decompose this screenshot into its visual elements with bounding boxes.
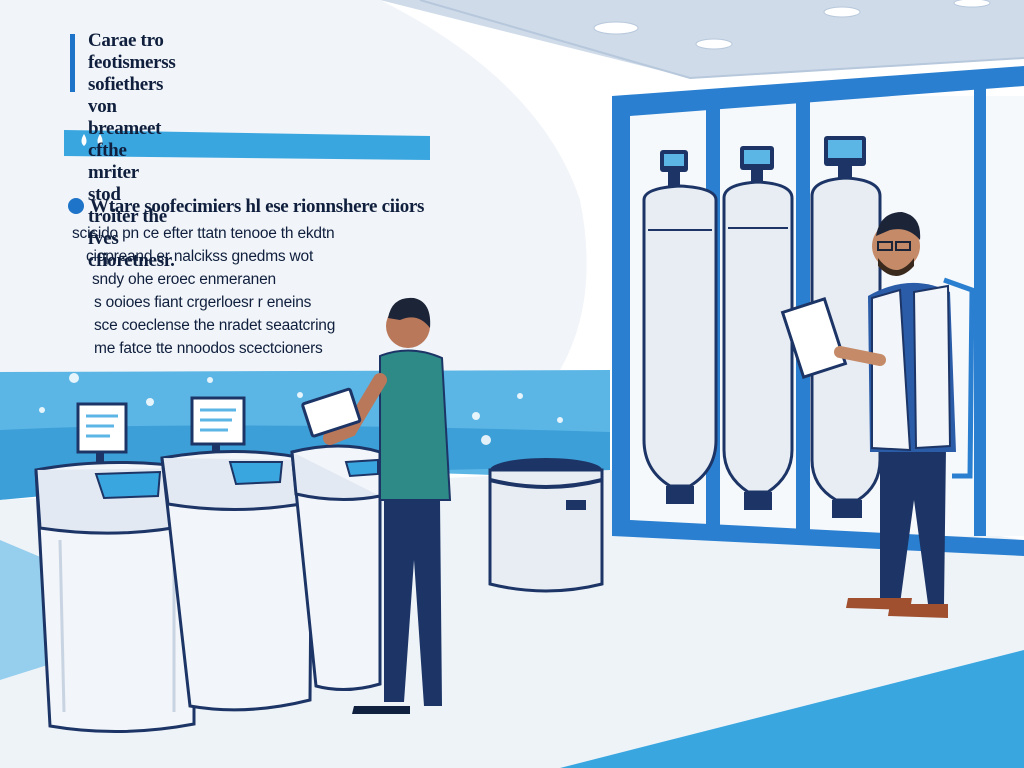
title-line: von breameet cfthe mriter stod [88, 96, 162, 205]
ceiling-light [593, 21, 639, 35]
body-line: sndy ohe eroec enmeranen [92, 271, 276, 288]
window-mullion [974, 86, 986, 536]
softener-unit [34, 402, 196, 734]
ceiling-edge [419, 0, 1024, 80]
technician-figure [780, 212, 975, 618]
floor-blue-strip [560, 650, 1024, 768]
ceiling-light [695, 38, 733, 50]
body-line: sce coeclense the nradet seaatcring [94, 317, 336, 334]
ceiling [380, 0, 1024, 78]
section-heading: Wtare soofecimiers hl ese rionnshere cii… [90, 196, 425, 217]
softener-unit [290, 444, 382, 692]
title-line: Carae tro feotismerss sofiethers [88, 30, 176, 95]
ceiling-light [953, 0, 991, 8]
bullet-dot [68, 198, 84, 214]
softener-tank [810, 136, 882, 518]
section-body: scisido pn ce efter ttatn tenooe th ekdt… [72, 222, 336, 360]
brine-tank [488, 458, 604, 593]
title-text: Carae tro feotismerss sofiethers von bre… [88, 30, 176, 272]
ceiling-light [823, 6, 861, 18]
title-accent-bar [70, 34, 75, 92]
title-line: troiter the fves cfioretnesr. [88, 206, 175, 271]
water-droplets [39, 373, 563, 445]
water-banner [64, 130, 430, 160]
background-blob [0, 0, 587, 380]
customer-figure [301, 297, 452, 714]
softener-tank [642, 150, 718, 504]
body-line: scisido pn ce efter ttatn tenooe th ekdt… [72, 225, 335, 242]
softener-unit [160, 396, 314, 712]
softener-tank [722, 146, 794, 510]
drop-icon [97, 134, 103, 146]
body-line: s ooioes fiant crgerloesr r eneins [94, 294, 312, 311]
drop-icon [81, 134, 87, 146]
body-line: me fatce tte nnoodos scectcioners [94, 340, 323, 357]
body-line: ciopreand er nalcikss gnedms wot [86, 248, 314, 265]
